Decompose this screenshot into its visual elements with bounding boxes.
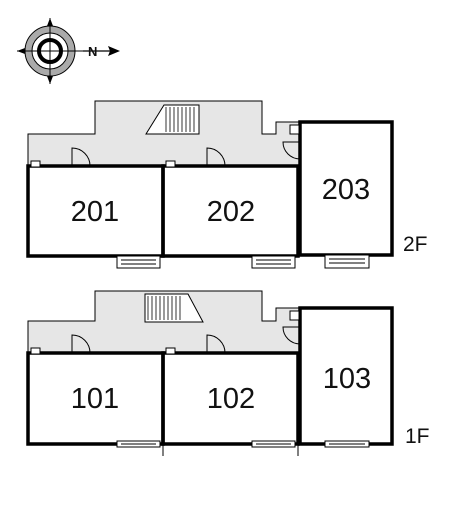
window-103: [324, 440, 370, 448]
staircase-2f: [145, 104, 200, 135]
floor-1f: 101 102 103 1F: [26, 290, 430, 456]
room-label-203: 203: [322, 174, 370, 206]
door-203: [282, 124, 301, 160]
floor-label-2f: 2F: [403, 233, 428, 256]
window-101: [116, 440, 161, 448]
room-label-103: 103: [323, 363, 371, 395]
window-201: [116, 255, 161, 269]
door-201: [30, 147, 91, 168]
window-203: [324, 254, 370, 269]
room-label-202: 202: [207, 196, 255, 228]
door-102: [165, 334, 226, 355]
window-202: [251, 255, 296, 269]
compass-rose-icon: [17, 18, 120, 84]
door-202: [165, 147, 226, 168]
floor-2f: 201 202 203 2F: [26, 100, 428, 269]
north-label: N: [88, 44, 97, 59]
room-202: [161, 164, 300, 258]
window-102: [251, 440, 296, 448]
room-102: [161, 351, 300, 446]
door-103: [282, 310, 301, 345]
room-label-201: 201: [71, 196, 119, 228]
floor-label-1f: 1F: [405, 425, 430, 448]
room-label-102: 102: [207, 383, 255, 415]
room-label-101: 101: [71, 383, 119, 415]
staircase-1f: [144, 293, 204, 323]
door-101: [30, 334, 91, 355]
